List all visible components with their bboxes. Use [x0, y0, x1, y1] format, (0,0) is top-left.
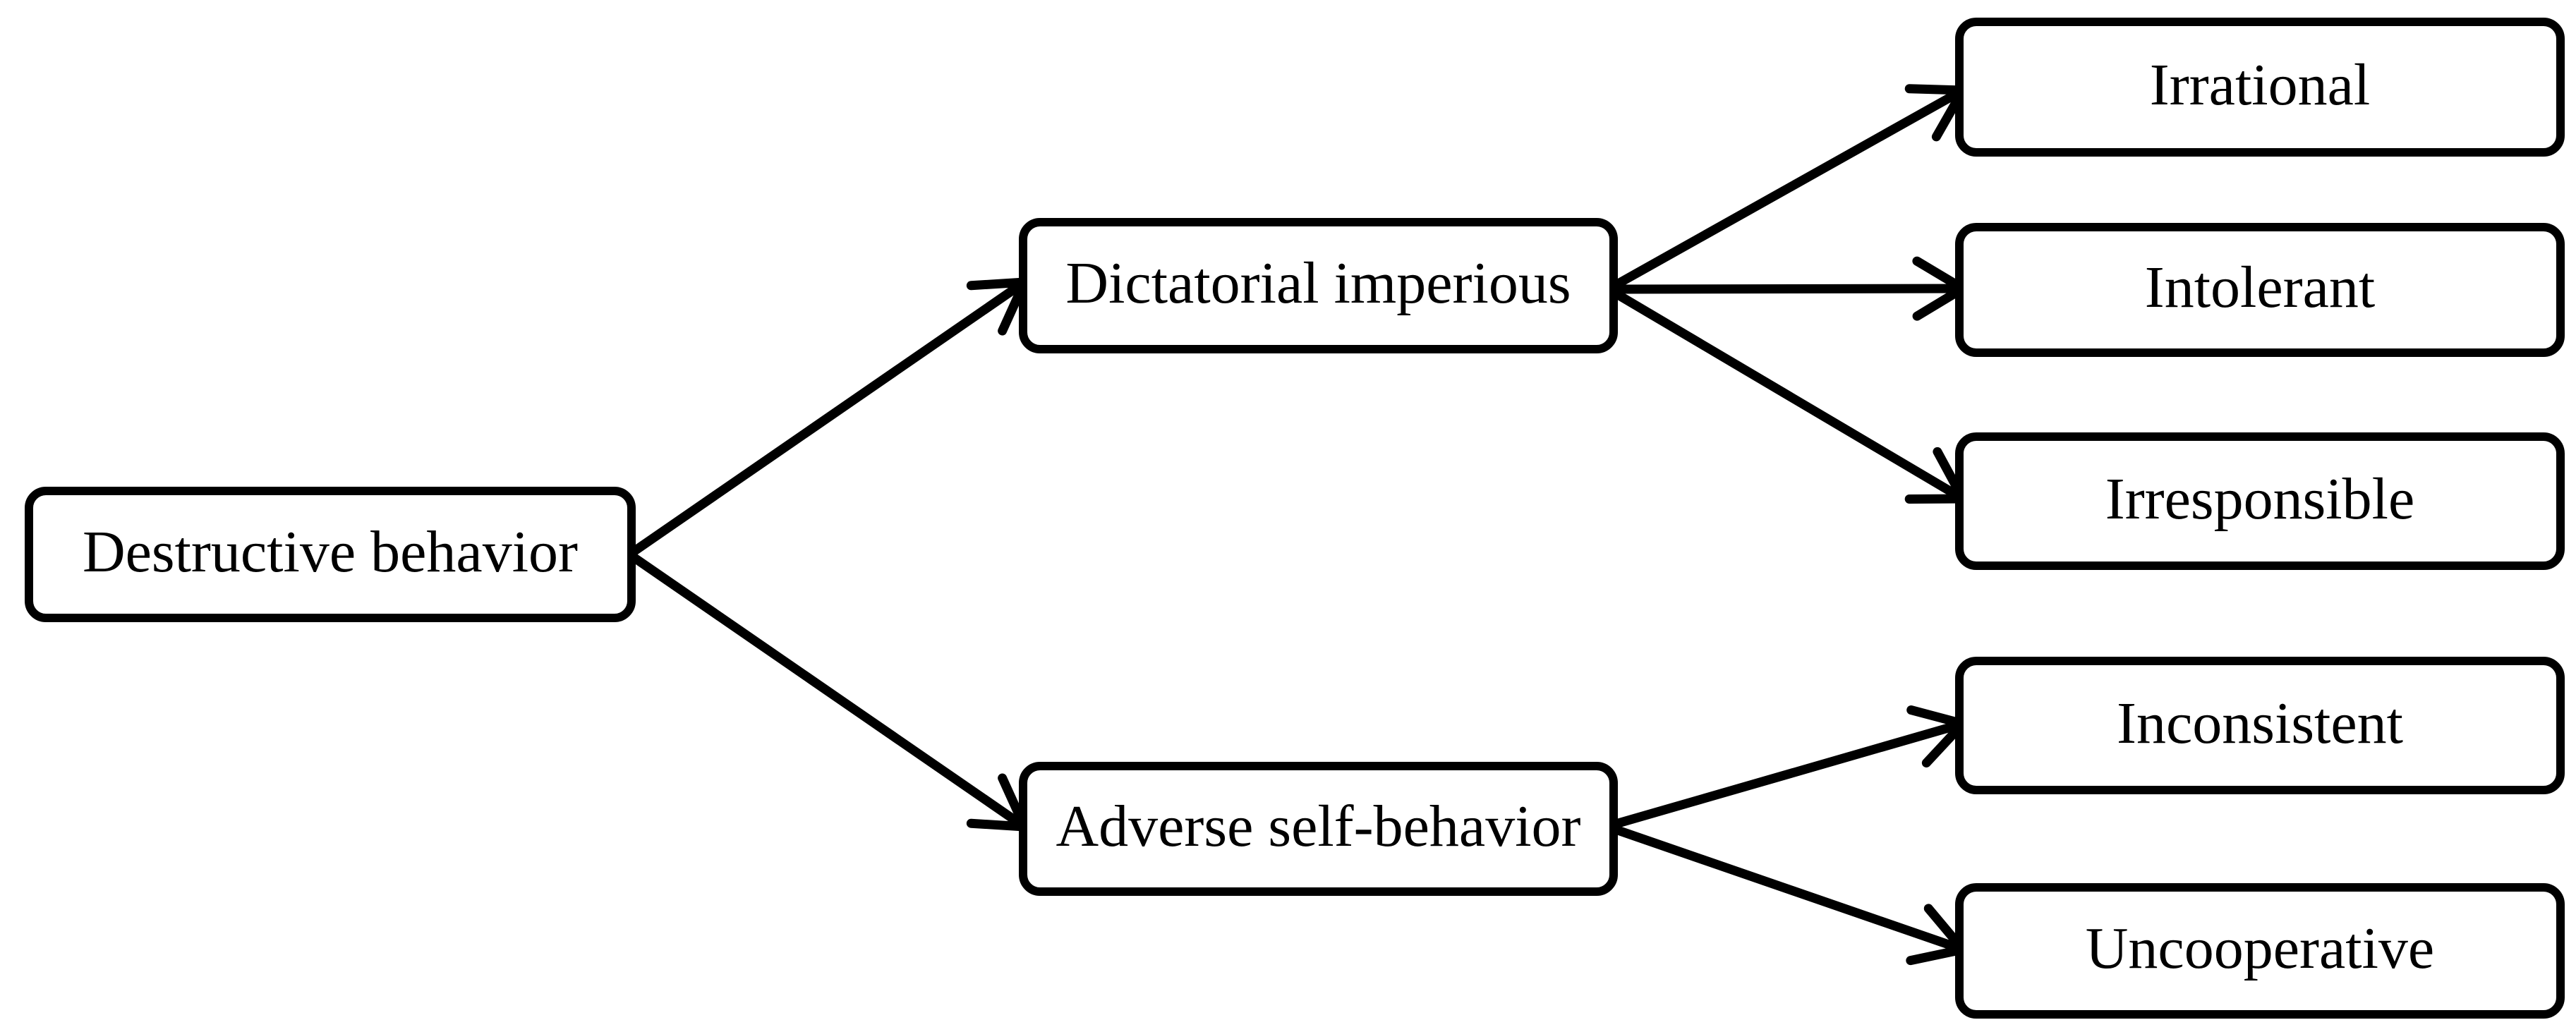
node-irrational: Irrational	[1955, 18, 2565, 157]
node-irresponsible: Irresponsible	[1955, 432, 2565, 570]
node-uncooperative: Uncooperative	[1955, 883, 2565, 1019]
node-irrational-label: Irrational	[2149, 51, 2371, 118]
node-adverse-self-behavior: Adverse self-behavior	[1019, 762, 1618, 896]
node-adverse-self-behavior-label: Adverse self-behavior	[1056, 794, 1581, 859]
node-irresponsible-label: Irresponsible	[2105, 466, 2415, 532]
node-dictatorial-imperious-label: Dictatorial imperious	[1065, 250, 1571, 316]
node-intolerant-label: Intolerant	[2144, 255, 2376, 320]
node-uncooperative-label: Uncooperative	[2085, 916, 2435, 981]
node-destructive-behavior-label: Destructive behavior	[82, 519, 579, 585]
edge-destructive-to-adverse	[631, 553, 1029, 832]
node-inconsistent: Inconsistent	[1955, 657, 2565, 794]
edge-dictatorial-to-irrational	[1613, 84, 1968, 289]
edge-destructive-to-dictatorial	[631, 277, 1029, 556]
node-destructive-behavior: Destructive behavior	[25, 487, 636, 622]
node-inconsistent-label: Inconsistent	[2117, 690, 2403, 756]
node-intolerant: Intolerant	[1955, 223, 2565, 357]
node-dictatorial-imperious: Dictatorial imperious	[1019, 218, 1618, 353]
edge-adverse-to-inconsistent	[1614, 705, 1968, 829]
edge-dictatorial-to-irresponsible	[1613, 289, 1968, 504]
edge-adverse-to-uncooperative	[1614, 825, 1968, 966]
